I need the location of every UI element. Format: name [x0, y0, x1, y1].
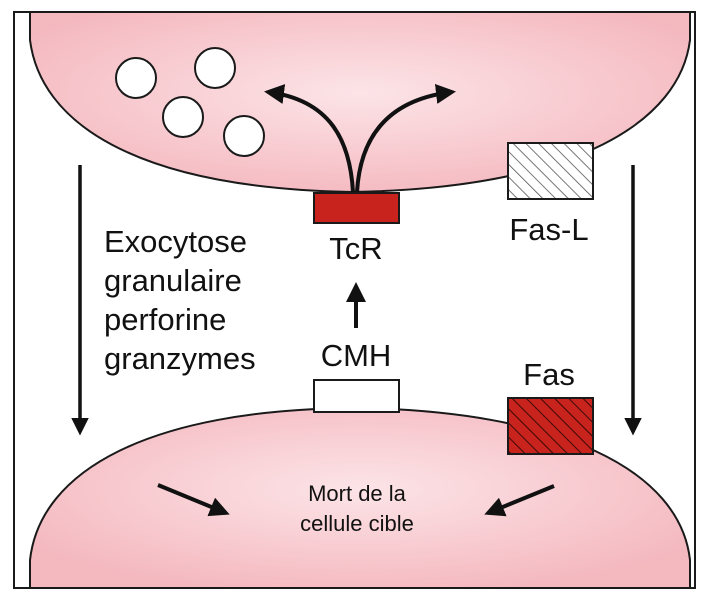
fas-receptor-icon	[507, 397, 594, 455]
granule-icon	[194, 47, 236, 89]
exocytose-line-3: perforine	[104, 302, 226, 337]
granule-icon	[223, 115, 265, 157]
exocytose-text-block: Exocytose granulaire perforine granzymes	[104, 224, 256, 376]
fas-l-label: Fas-L	[509, 212, 588, 247]
granules	[115, 47, 265, 157]
signal-arrow-right	[355, 83, 456, 193]
tcr-receptor	[313, 192, 400, 224]
exocytose-line-1: Exocytose	[104, 224, 247, 259]
death-line-2: cellule cible	[300, 511, 414, 536]
granule-icon	[162, 96, 204, 138]
inward-arrow-left	[157, 483, 230, 517]
cmh-molecule	[313, 379, 400, 413]
signal-arrow-left	[264, 84, 355, 193]
exocytose-line-2: granulaire	[104, 263, 242, 298]
tcr-label: TcR	[329, 231, 382, 266]
granule-icon	[115, 57, 157, 99]
fas-l-icon	[507, 142, 594, 200]
cmh-label: CMH	[321, 338, 392, 373]
exocytose-line-4: granzymes	[104, 341, 256, 376]
fas-label: Fas	[523, 357, 575, 392]
inward-arrow-right	[484, 484, 555, 517]
death-line-1: Mort de la	[308, 481, 407, 506]
